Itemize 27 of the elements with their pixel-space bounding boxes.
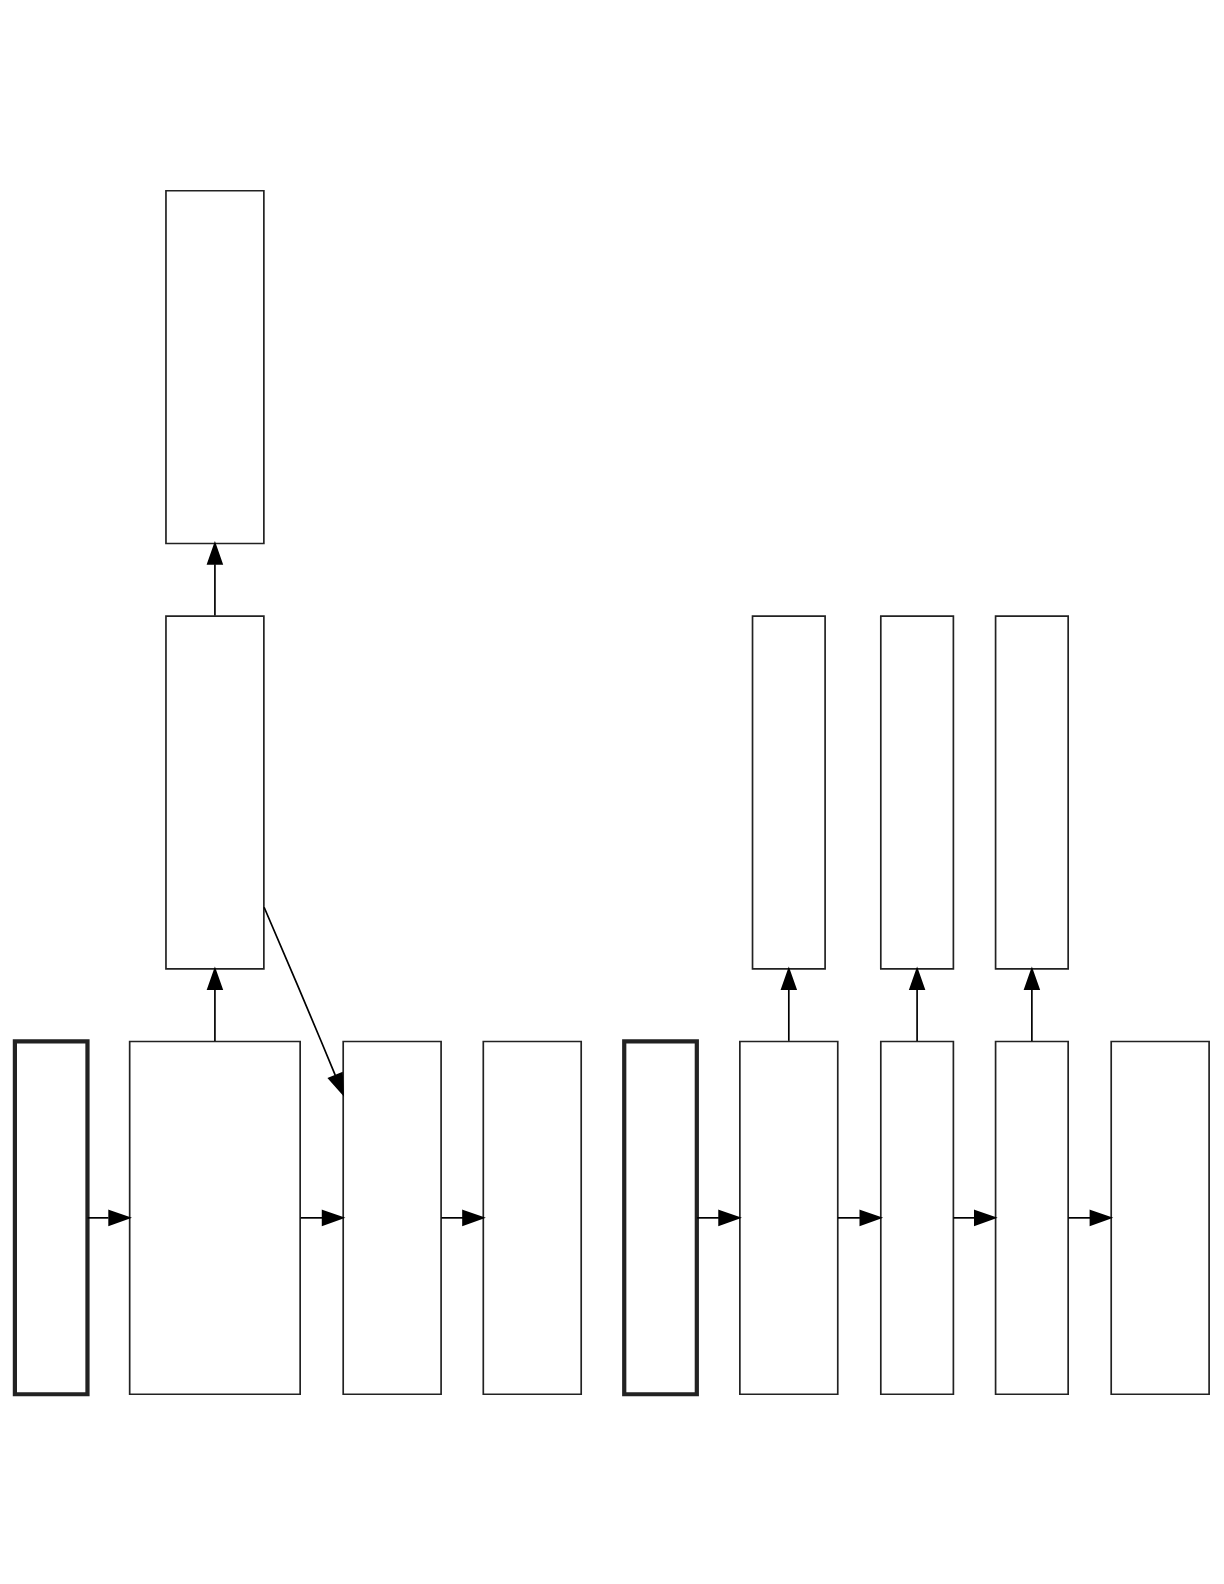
arrow — [837, 1209, 884, 1226]
node-box — [128, 1040, 301, 1395]
node-box — [12, 1038, 90, 1396]
arrow — [1023, 965, 1041, 1042]
node-box — [994, 614, 1069, 970]
arrow — [780, 965, 798, 1042]
node-box — [739, 1040, 839, 1395]
arrow — [299, 1209, 346, 1226]
node-box — [165, 189, 265, 544]
arrow — [952, 1209, 998, 1226]
node-box — [342, 1040, 442, 1395]
node-box — [751, 614, 826, 970]
node-box — [879, 1040, 955, 1395]
arrow — [263, 905, 345, 1097]
arrow — [86, 1209, 132, 1226]
arrow — [206, 540, 224, 616]
node-box — [622, 1038, 699, 1396]
node-box — [1110, 1040, 1210, 1395]
node-box — [994, 1040, 1069, 1395]
arrow — [908, 965, 926, 1042]
arrow — [696, 1209, 742, 1226]
arrow — [206, 965, 224, 1042]
arrow — [440, 1209, 486, 1226]
node-box — [879, 614, 955, 970]
node-box — [482, 1040, 583, 1395]
node-box — [165, 614, 265, 970]
arrow — [1067, 1209, 1114, 1226]
